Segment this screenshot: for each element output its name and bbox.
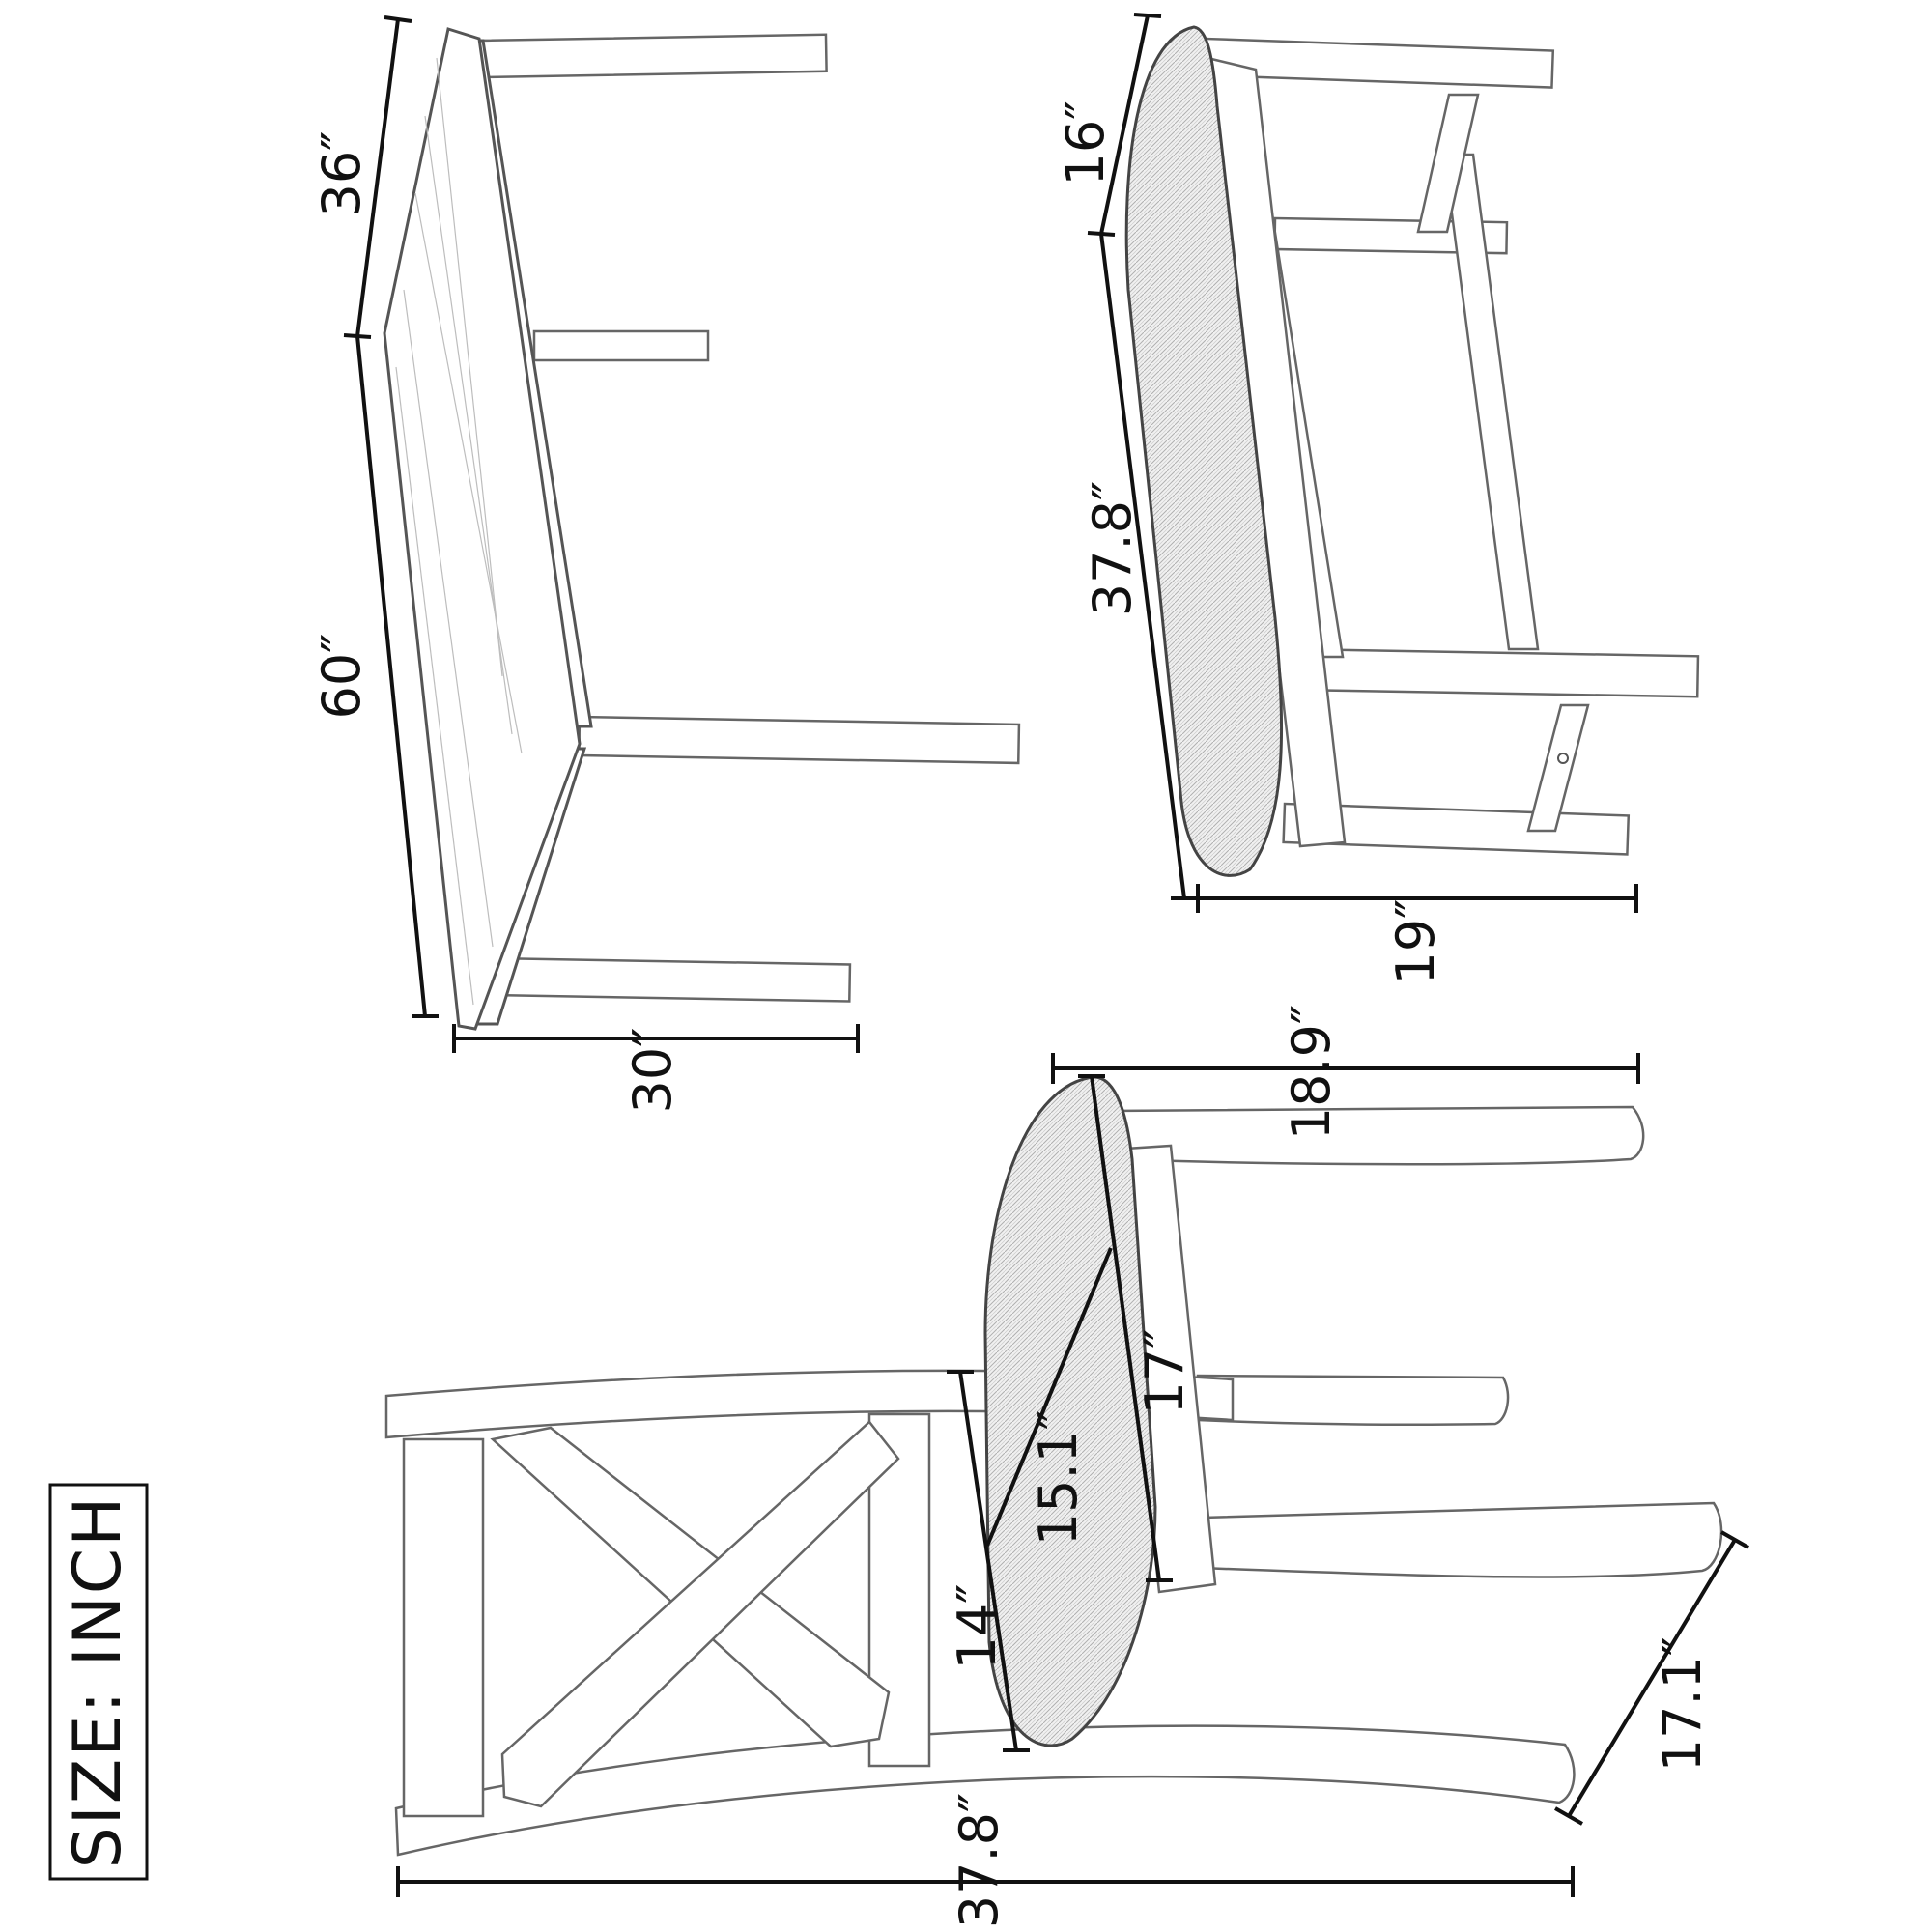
size-label-box: SIZE: INCH: [48, 1483, 149, 1881]
table-leg: [532, 329, 710, 362]
table-leg: [489, 956, 852, 1003]
table-top: [383, 27, 582, 1031]
chair-dimension-lines: [396, 1053, 1749, 1897]
chair-leg-depth-dimension: 17.1″: [1652, 1636, 1713, 1772]
chair-x-brace: [500, 1420, 900, 1808]
bench-dimension-lines: [1087, 13, 1638, 913]
bench-drawing: [1124, 25, 1700, 877]
table-height-dimension: 30″: [622, 1028, 683, 1114]
table-leg: [478, 33, 828, 79]
table-drawing: [383, 27, 1021, 1031]
table-length-dimension: 60″: [311, 634, 372, 720]
chair-back-post: [402, 1437, 485, 1818]
size-label-text: SIZE: INCH: [60, 1495, 136, 1869]
bench-depth-dimension: 16″: [1055, 100, 1116, 186]
chair-leg: [1107, 1105, 1645, 1166]
chair-back-dimension: 14″: [947, 1584, 1008, 1670]
chair-seat-depth-dimension: 17″: [1134, 1329, 1195, 1415]
chair-leg: [1167, 1501, 1723, 1578]
chair-seat-diagonal-dimension: 15.1″: [1028, 1410, 1089, 1546]
bench-stretcher: [1416, 93, 1480, 234]
bench-stretcher: [1526, 703, 1590, 833]
chair-leg: [1196, 1374, 1510, 1427]
bench-length-dimension: 37.8″: [1082, 481, 1143, 616]
bench-cushion: [1124, 25, 1284, 877]
bench-height-dimension: 19″: [1385, 899, 1446, 985]
bench-leg: [1292, 647, 1700, 698]
table-width-dimension: 36″: [311, 131, 372, 217]
table-leg: [578, 715, 1021, 765]
chair-height-dimension: 37.8″: [949, 1793, 1009, 1928]
table-dimension-lines: [343, 15, 860, 1053]
chair-width-dimension: 18.9″: [1281, 1005, 1342, 1140]
